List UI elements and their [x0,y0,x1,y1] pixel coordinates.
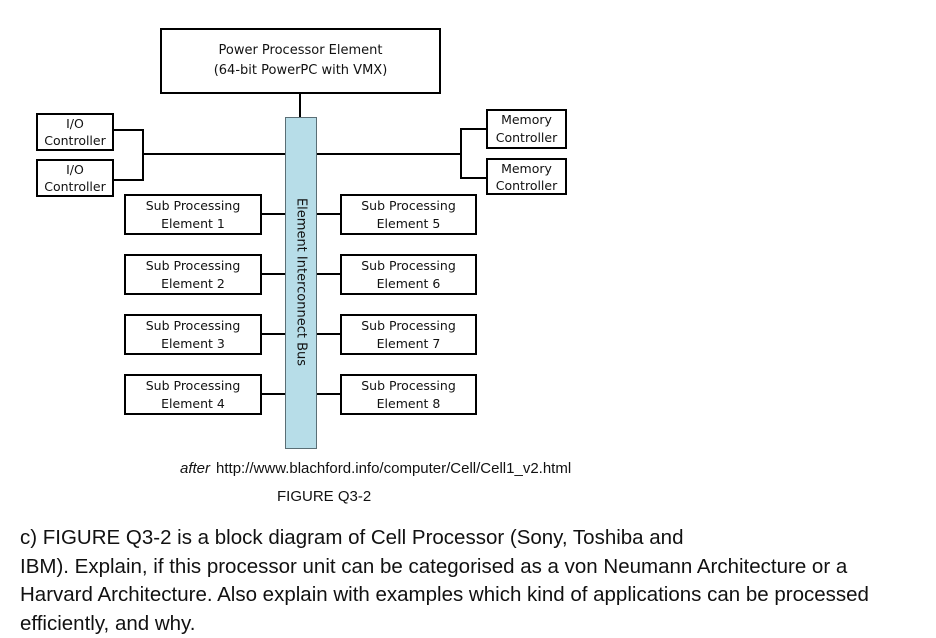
spe-2-connector [262,273,285,275]
io-controller-box-1: I/O Controller [36,113,114,151]
question-text: c) FIGURE Q3-2 is a block diagram of Cel… [20,524,936,638]
spe-7-line1: Sub Processing [361,317,456,335]
io-connector-top [114,129,144,131]
io-controller-1-line2: Controller [44,132,106,149]
question-line-4: efficiently, and why. [20,610,936,638]
spe-7-connector [317,333,340,335]
spe-5-line2: Element 5 [377,215,441,233]
credit-url: http://www.blachford.info/computer/Cell/… [216,460,571,477]
memory-controller-box-2: Memory Controller [486,158,567,195]
ppe-subtitle: (64-bit PowerPC with VMX) [214,61,388,81]
spe-box-7: Sub Processing Element 7 [340,314,477,355]
memory-controller-2-line2: Controller [496,177,558,194]
spe-8-connector [317,393,340,395]
spe-2-line1: Sub Processing [146,257,241,275]
figure-credit: after http://www.blachford.info/computer/… [180,460,571,477]
bus-label: Element Interconnect Bus [294,198,309,366]
spe-4-connector [262,393,285,395]
cell-processor-block-diagram: Power Processor Element (64-bit PowerPC … [0,0,936,500]
spe-5-line1: Sub Processing [361,197,456,215]
spe-box-5: Sub Processing Element 5 [340,194,477,235]
io-connector-bottom [114,179,144,181]
spe-box-8: Sub Processing Element 8 [340,374,477,415]
spe-6-line2: Element 6 [377,275,441,293]
spe-6-connector [317,273,340,275]
io-controller-2-line1: I/O [66,161,84,178]
question-line-3: Harvard Architecture. Also explain with … [20,581,936,610]
spe-8-line2: Element 8 [377,395,441,413]
io-bus-line [142,153,285,155]
memory-connector-bottom [461,177,486,179]
spe-box-1: Sub Processing Element 1 [124,194,262,235]
io-controller-1-line1: I/O [66,115,84,132]
credit-prefix: after [180,460,210,477]
spe-3-line2: Element 3 [161,335,225,353]
io-controller-2-line2: Controller [44,178,106,195]
memory-bus-line [317,153,462,155]
spe-6-line1: Sub Processing [361,257,456,275]
question-line-1: c) FIGURE Q3-2 is a block diagram of Cel… [20,524,936,553]
spe-3-line1: Sub Processing [146,317,241,335]
memory-controller-box-1: Memory Controller [486,109,567,149]
ppe-title: Power Processor Element [218,41,382,61]
spe-7-line2: Element 7 [377,335,441,353]
spe-8-line1: Sub Processing [361,377,456,395]
memory-controller-1-line1: Memory [501,111,552,129]
power-processor-element-box: Power Processor Element (64-bit PowerPC … [160,28,441,94]
io-bracket-vertical [142,129,144,181]
spe-1-connector [262,213,285,215]
memory-controller-1-line2: Controller [496,129,558,147]
spe-4-line2: Element 4 [161,395,225,413]
question-line-2: IBM). Explain, if this processor unit ca… [20,553,936,582]
spe-box-4: Sub Processing Element 4 [124,374,262,415]
figure-label: FIGURE Q3-2 [277,488,371,505]
io-controller-box-2: I/O Controller [36,159,114,197]
spe-box-2: Sub Processing Element 2 [124,254,262,295]
memory-connector-top [461,128,486,130]
spe-box-3: Sub Processing Element 3 [124,314,262,355]
spe-1-line1: Sub Processing [146,197,241,215]
spe-1-line2: Element 1 [161,215,225,233]
spe-3-connector [262,333,285,335]
spe-5-connector [317,213,340,215]
spe-2-line2: Element 2 [161,275,225,293]
memory-controller-2-line1: Memory [501,160,552,177]
spe-box-6: Sub Processing Element 6 [340,254,477,295]
spe-4-line1: Sub Processing [146,377,241,395]
ppe-bus-connector [299,93,301,117]
